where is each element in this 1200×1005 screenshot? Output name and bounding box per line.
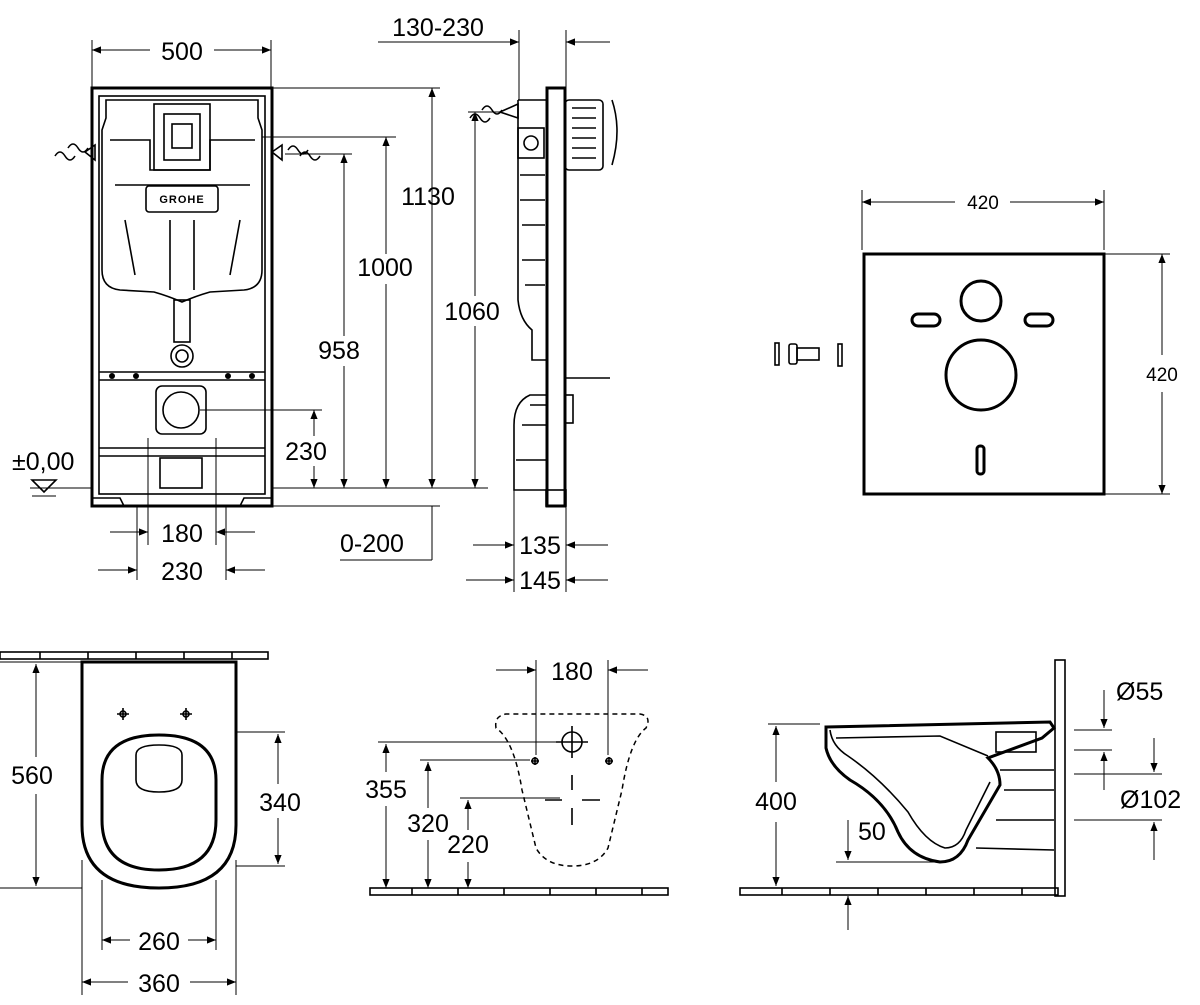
frame-side-view: 130-230 1060 135 145 (378, 14, 618, 595)
dim-diameter-102: Ø102 (1120, 786, 1181, 814)
frame-outline (90, 86, 274, 508)
sound-pad (862, 252, 1106, 496)
dim-spacing-230: 230 (161, 558, 203, 586)
dim-bowl-width-360: 360 (138, 970, 180, 998)
dim-height-1060: 1060 (444, 298, 500, 326)
dim-bowl-bolt-180: 180 (551, 658, 593, 686)
dim-height-958: 958 (318, 337, 360, 365)
bowl-side-view: 400 50 Ø55 Ø102 (739, 659, 1181, 930)
dim-bowl-height-400: 400 (755, 788, 797, 816)
dim-depth-145: 145 (519, 567, 561, 595)
bowl-top-rim (100, 733, 218, 872)
side-wall (1054, 659, 1066, 897)
dim-width-500: 500 (161, 38, 203, 66)
floor-level-label: ±0,00 (12, 448, 74, 476)
pad-drain-hole (944, 338, 1018, 412)
dim-bowl-50: 50 (858, 818, 886, 846)
side-valve (517, 127, 545, 159)
dim-pad-width-420: 420 (967, 193, 999, 214)
sound-insulation-pad-view: 420 420 (774, 190, 1178, 496)
side-frame-rail (545, 86, 567, 508)
flush-plate-side (564, 99, 604, 171)
dim-pad-height-420: 420 (1146, 365, 1178, 386)
frame-front-view: 500 GROHE (12, 38, 488, 586)
dim-bowl-length-560: 560 (11, 762, 53, 790)
dim-bowl-inner-260: 260 (138, 928, 180, 956)
floor-strip (369, 887, 669, 896)
floor-level-icon (30, 479, 58, 494)
dim-bowl-back-355: 355 (365, 776, 407, 804)
dim-height-230: 230 (285, 438, 327, 466)
grohe-logo: GROHE (159, 194, 204, 206)
dim-diameter-55: Ø55 (1116, 678, 1163, 706)
dim-height-1130: 1130 (401, 183, 455, 211)
dim-bowl-back-220: 220 (447, 831, 489, 859)
dim-bowl-back-320: 320 (407, 810, 449, 838)
bowl-side-outline (824, 720, 1056, 864)
bowl-back-outline (494, 713, 649, 867)
dim-depth-130-230: 130-230 (392, 14, 484, 42)
dim-height-1000: 1000 (357, 254, 413, 282)
flush-pipe (173, 299, 191, 343)
frame-foot-right (238, 497, 273, 507)
dim-depth-135: 135 (519, 532, 561, 560)
dim-spacing-180: 180 (161, 520, 203, 548)
pad-inlet-hole (959, 279, 1003, 323)
bowl-top-outline (80, 660, 238, 890)
mounting-bolt (788, 343, 798, 365)
dim-adjust-0-200: 0-200 (340, 530, 404, 558)
dim-bowl-inner-340: 340 (259, 789, 301, 817)
bowl-top-view: 560 340 260 360 (0, 651, 301, 998)
bowl-back-view: 180 355 320 220 (365, 658, 669, 896)
frame-foot-left (91, 497, 126, 507)
brand-plate (145, 185, 219, 213)
cistern-body (101, 99, 263, 303)
